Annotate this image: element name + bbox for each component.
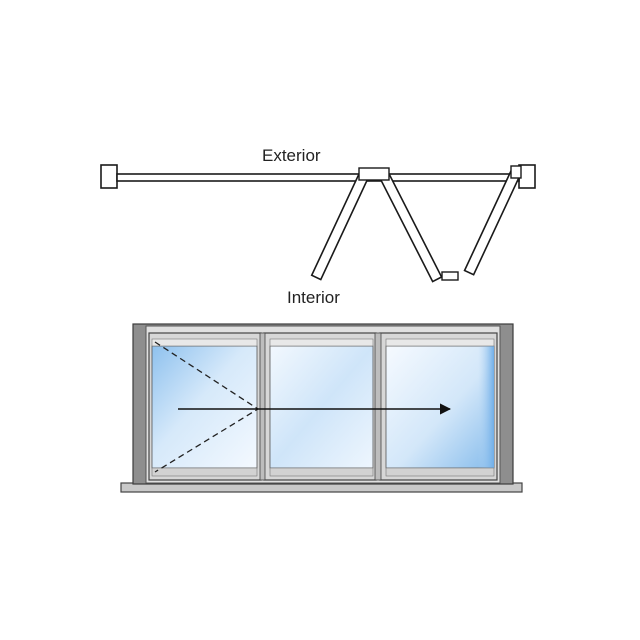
hinge-right-plan (510, 165, 522, 179)
panel-3-glass (385, 345, 495, 469)
panel-2-glass (269, 345, 374, 469)
mullion-2 (374, 332, 382, 481)
panel-3-plan (463, 168, 522, 276)
elevation-view (120, 323, 523, 493)
left-jamb-plan (100, 164, 118, 189)
panel-2 (263, 332, 377, 481)
panel-1-plan (310, 171, 370, 281)
panel-1 (148, 332, 262, 481)
panel-3 (379, 332, 498, 481)
panel-2-plan (378, 171, 443, 283)
exterior-label: Exterior (262, 146, 321, 165)
panel-1-glass (151, 345, 258, 469)
plan-view: Exterior Interior (100, 146, 536, 307)
hinge-center-plan (358, 167, 390, 181)
hinge-bottom-plan (441, 271, 459, 281)
head-track-plan (116, 173, 520, 182)
interior-label: Interior (287, 288, 340, 307)
mullion-1 (259, 332, 266, 481)
